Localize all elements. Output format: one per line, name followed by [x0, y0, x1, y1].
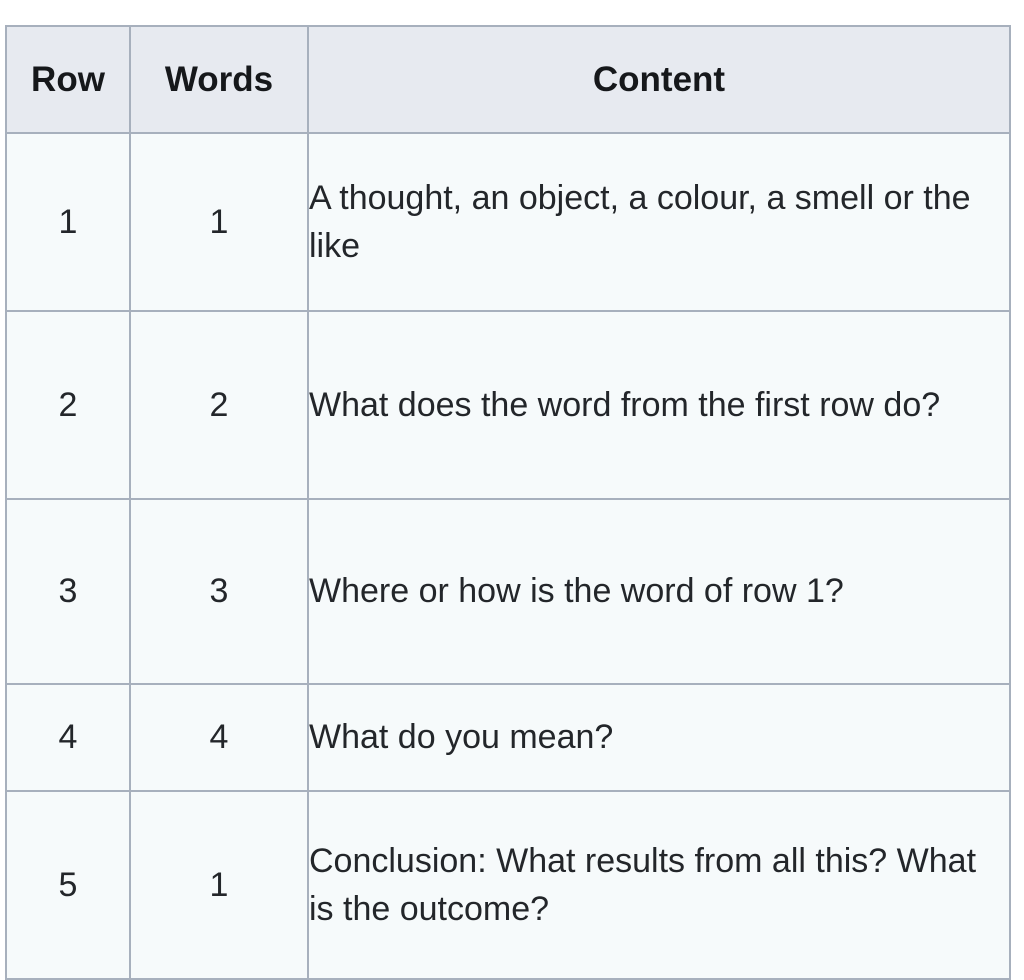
cell-row-number: 2	[5, 310, 131, 500]
cell-content: What do you mean?	[307, 683, 1011, 792]
cell-content: A thought, an object, a colour, a smell …	[307, 132, 1011, 312]
cell-words-count: 3	[129, 498, 309, 685]
table-row: 5 1 Conclusion: What results from all th…	[5, 790, 1011, 980]
column-header-row: Row	[5, 25, 131, 134]
cell-row-number: 3	[5, 498, 131, 685]
table-row: 3 3 Where or how is the word of row 1?	[5, 498, 1011, 685]
cell-row-number: 1	[5, 132, 131, 312]
table-header-row: Row Words Content	[5, 25, 1011, 134]
table-body: 1 1 A thought, an object, a colour, a sm…	[5, 132, 1011, 980]
cell-content: Conclusion: What results from all this? …	[307, 790, 1011, 980]
cell-row-number: 5	[5, 790, 131, 980]
cell-row-number: 4	[5, 683, 131, 792]
cell-content: Where or how is the word of row 1?	[307, 498, 1011, 685]
cell-words-count: 4	[129, 683, 309, 792]
column-header-words: Words	[129, 25, 309, 134]
cell-content: What does the word from the first row do…	[307, 310, 1011, 500]
table-header: Row Words Content	[5, 25, 1011, 134]
table-row: 4 4 What do you mean?	[5, 683, 1011, 792]
table-row: 2 2 What does the word from the first ro…	[5, 310, 1011, 500]
cell-words-count: 2	[129, 310, 309, 500]
table-row: 1 1 A thought, an object, a colour, a sm…	[5, 132, 1011, 312]
cell-words-count: 1	[129, 790, 309, 980]
column-header-content: Content	[307, 25, 1011, 134]
word-ladder-table: Row Words Content 1 1 A thought, an obje…	[5, 25, 1011, 980]
cell-words-count: 1	[129, 132, 309, 312]
